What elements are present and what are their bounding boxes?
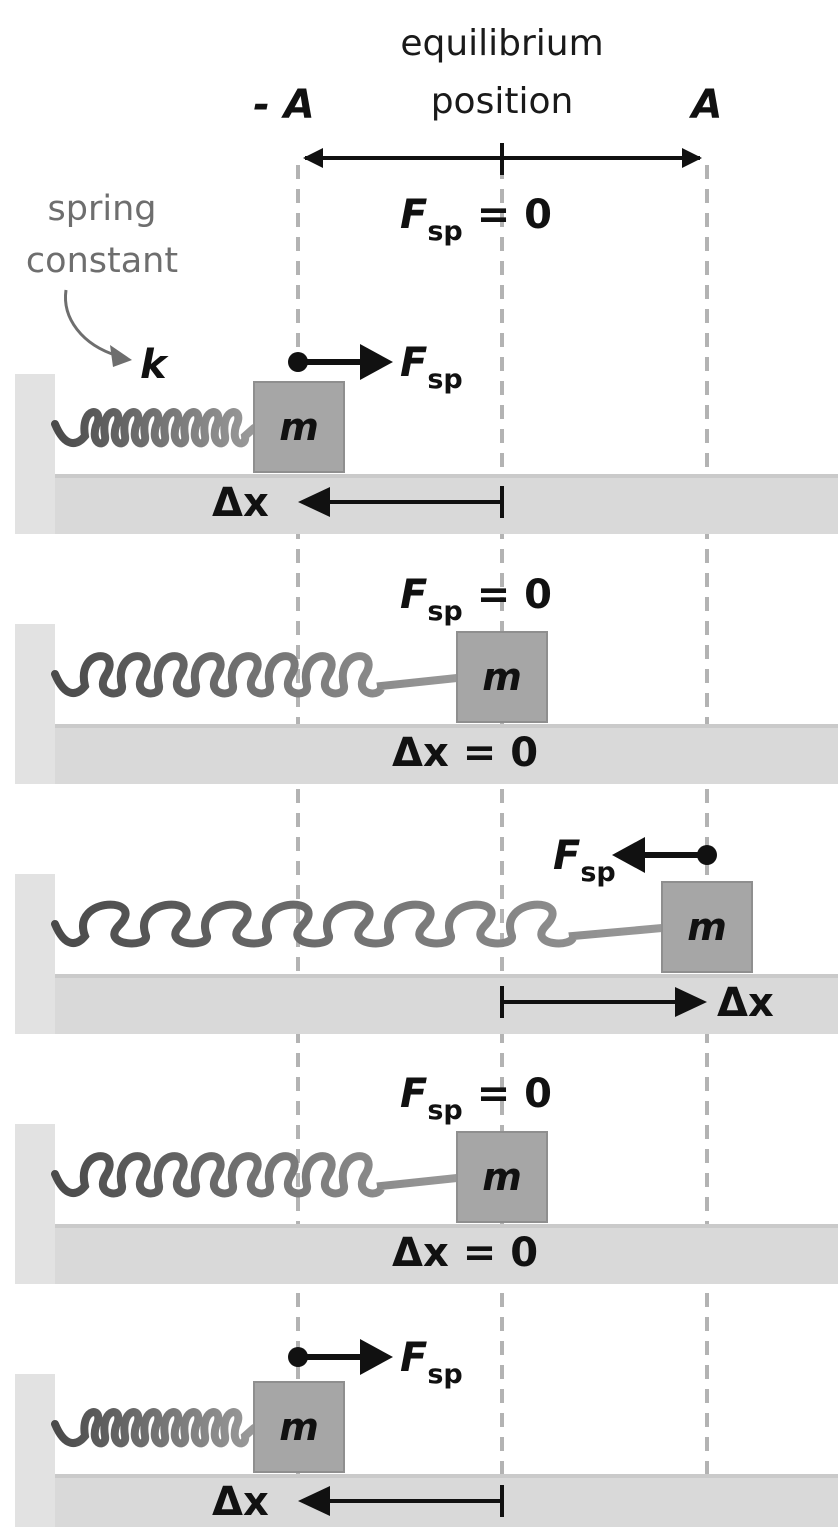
mass-label: m bbox=[279, 1405, 319, 1449]
mass-block bbox=[456, 631, 548, 723]
spring-constant-line2: constant bbox=[26, 241, 178, 281]
displacement-label: Δx bbox=[212, 1479, 269, 1525]
force-arrow-head bbox=[612, 837, 645, 873]
displacement-zero-label: Δx= 0 bbox=[392, 1230, 538, 1276]
mass-label: m bbox=[279, 405, 319, 449]
neg-amplitude-label: - A bbox=[253, 82, 314, 128]
mass-block bbox=[661, 881, 753, 973]
spring bbox=[51, 1152, 461, 1198]
floor bbox=[15, 724, 838, 784]
equilibrium-label-line2: position bbox=[431, 81, 574, 122]
displacement-label: Δx bbox=[212, 480, 269, 526]
displacement-arrow-head bbox=[298, 487, 330, 517]
force-arrow-head bbox=[360, 344, 393, 380]
force-label: Fsp bbox=[553, 833, 616, 888]
header: equilibrium position - A A Fsp= 0 bbox=[253, 23, 722, 247]
spring-constant-annotation: spring constant k bbox=[26, 189, 178, 388]
wall bbox=[15, 874, 55, 1034]
floor-edge bbox=[55, 724, 838, 728]
spring-constant-curved-arrow bbox=[64, 289, 119, 358]
floor bbox=[15, 1224, 838, 1284]
force-arrow-head bbox=[360, 1339, 393, 1375]
mass-label: m bbox=[482, 1155, 522, 1199]
displacement-arrow-head bbox=[675, 987, 707, 1017]
wall bbox=[15, 1374, 55, 1527]
spring-constant-symbol: k bbox=[140, 342, 169, 388]
mass-label: m bbox=[482, 655, 522, 699]
displacement-arrow-head bbox=[298, 1486, 330, 1516]
spring-constant-arrowhead bbox=[110, 345, 132, 367]
spring bbox=[51, 900, 666, 948]
wall bbox=[15, 1124, 55, 1284]
mass-block bbox=[253, 381, 345, 473]
floor-edge bbox=[55, 974, 838, 978]
force-label: Fsp bbox=[400, 1335, 463, 1390]
floor bbox=[15, 974, 838, 1034]
force-zero-label: Fsp= 0 bbox=[400, 572, 552, 627]
spring bbox=[51, 1408, 258, 1448]
spring bbox=[51, 408, 258, 448]
displacement-label: Δx bbox=[717, 980, 774, 1026]
wall bbox=[15, 624, 55, 784]
spring-constant-line1: spring bbox=[48, 189, 157, 229]
mass-block bbox=[456, 1131, 548, 1223]
mass-label: m bbox=[687, 905, 727, 949]
stage-2: m Fsp= 0 Δx= 0 bbox=[15, 572, 838, 784]
displacement-zero-label: Δx= 0 bbox=[392, 730, 538, 776]
pos-amplitude-label: A bbox=[689, 82, 723, 128]
force-zero-label: Fsp= 0 bbox=[400, 1071, 552, 1126]
stage-4: m Fsp= 0 Δx= 0 bbox=[15, 1071, 838, 1284]
mass-block bbox=[253, 1381, 345, 1473]
floor-edge bbox=[55, 1474, 838, 1478]
force-label: Fsp bbox=[400, 340, 463, 395]
header-fsp-zero: Fsp= 0 bbox=[400, 192, 552, 247]
wall bbox=[15, 374, 55, 534]
spring bbox=[51, 652, 461, 698]
equilibrium-label-line1: equilibrium bbox=[400, 23, 603, 64]
guide-lines bbox=[296, 165, 709, 1527]
floor-edge bbox=[55, 1224, 838, 1228]
floor-edge bbox=[55, 474, 838, 478]
